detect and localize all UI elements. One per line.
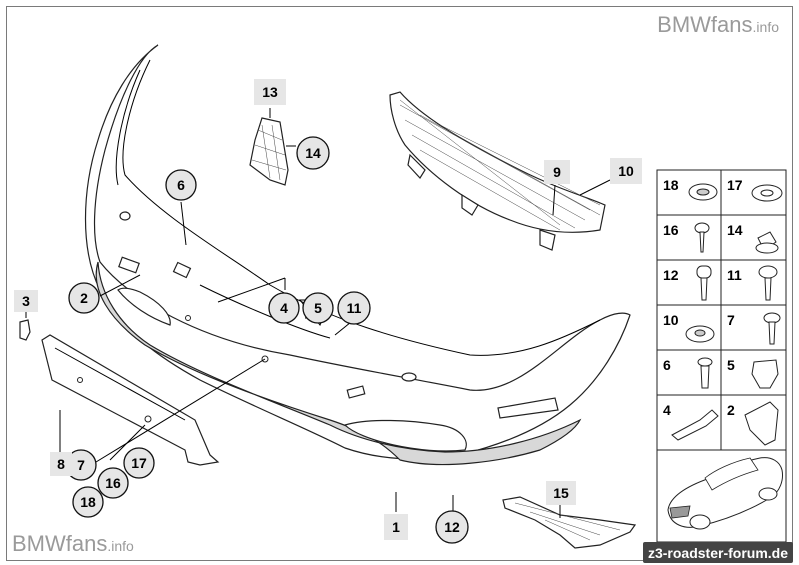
clip-3 <box>19 319 31 341</box>
grille-insert <box>389 91 606 251</box>
callout-6: 6 <box>165 169 197 201</box>
licence-plate-base <box>41 334 220 466</box>
svg-text:6: 6 <box>663 357 671 373</box>
svg-text:12: 12 <box>444 519 460 535</box>
svg-text:12: 12 <box>663 267 679 283</box>
legend-cell-11 <box>720 259 787 306</box>
forum-badge: z3-roadster-forum.de <box>642 542 793 563</box>
bracket-13 <box>249 117 289 186</box>
svg-text:7: 7 <box>727 312 735 328</box>
legend-cell-16 <box>656 214 722 261</box>
svg-text:3: 3 <box>22 293 30 309</box>
svg-text:11: 11 <box>347 300 362 316</box>
svg-text:16: 16 <box>663 222 679 238</box>
legend-cell-14 <box>720 214 787 261</box>
svg-text:14: 14 <box>305 145 321 161</box>
watermark-bottom: BMWfans.info <box>12 531 134 556</box>
callout-2: 2 <box>68 282 100 314</box>
svg-text:17: 17 <box>727 177 743 193</box>
callout-8: 8 <box>50 452 72 476</box>
svg-text:4: 4 <box>663 402 671 418</box>
legend-cell-12 <box>656 259 722 306</box>
callout-13: 13 <box>254 79 286 105</box>
svg-text:15: 15 <box>553 485 569 501</box>
bracket-15 <box>502 496 637 549</box>
callout-10: 10 <box>610 158 642 184</box>
callout-4: 4 <box>268 292 300 324</box>
svg-text:10: 10 <box>663 312 679 328</box>
bumper-cover <box>84 44 631 466</box>
watermark-top: BMWfans.info <box>657 12 779 37</box>
callout-12: 12 <box>435 510 469 544</box>
svg-text:8: 8 <box>57 456 65 472</box>
callout-17: 17 <box>123 447 155 479</box>
callout-5: 5 <box>302 292 334 324</box>
svg-text:18: 18 <box>80 494 96 510</box>
callout-14: 14 <box>296 136 330 170</box>
svg-text:11: 11 <box>727 267 742 283</box>
svg-text:7: 7 <box>77 457 85 473</box>
svg-text:10: 10 <box>618 163 634 179</box>
svg-text:2: 2 <box>80 290 88 306</box>
callout-18: 18 <box>72 486 104 518</box>
svg-text:6: 6 <box>177 177 185 193</box>
svg-text:16: 16 <box>105 475 121 491</box>
fastener-legend: 18 17 16 14 12 11 10 7 6 <box>656 169 787 543</box>
callout-1: 1 <box>384 514 408 540</box>
svg-text:5: 5 <box>727 357 735 373</box>
callout-15: 15 <box>546 481 576 505</box>
svg-text:13: 13 <box>262 84 278 100</box>
svg-text:17: 17 <box>131 455 147 471</box>
callout-9: 9 <box>544 160 570 184</box>
car-thumbnail-drawing <box>667 457 783 530</box>
svg-text:4: 4 <box>280 300 288 316</box>
svg-text:14: 14 <box>727 222 743 238</box>
callout-3: 3 <box>14 290 38 312</box>
leader-lines <box>25 108 611 518</box>
svg-text:18: 18 <box>663 177 679 193</box>
svg-text:9: 9 <box>553 164 561 180</box>
callout-11: 11 <box>337 291 371 325</box>
svg-text:1: 1 <box>392 519 400 535</box>
callout-16: 16 <box>97 467 129 499</box>
svg-text:5: 5 <box>314 300 322 316</box>
svg-text:2: 2 <box>727 402 735 418</box>
